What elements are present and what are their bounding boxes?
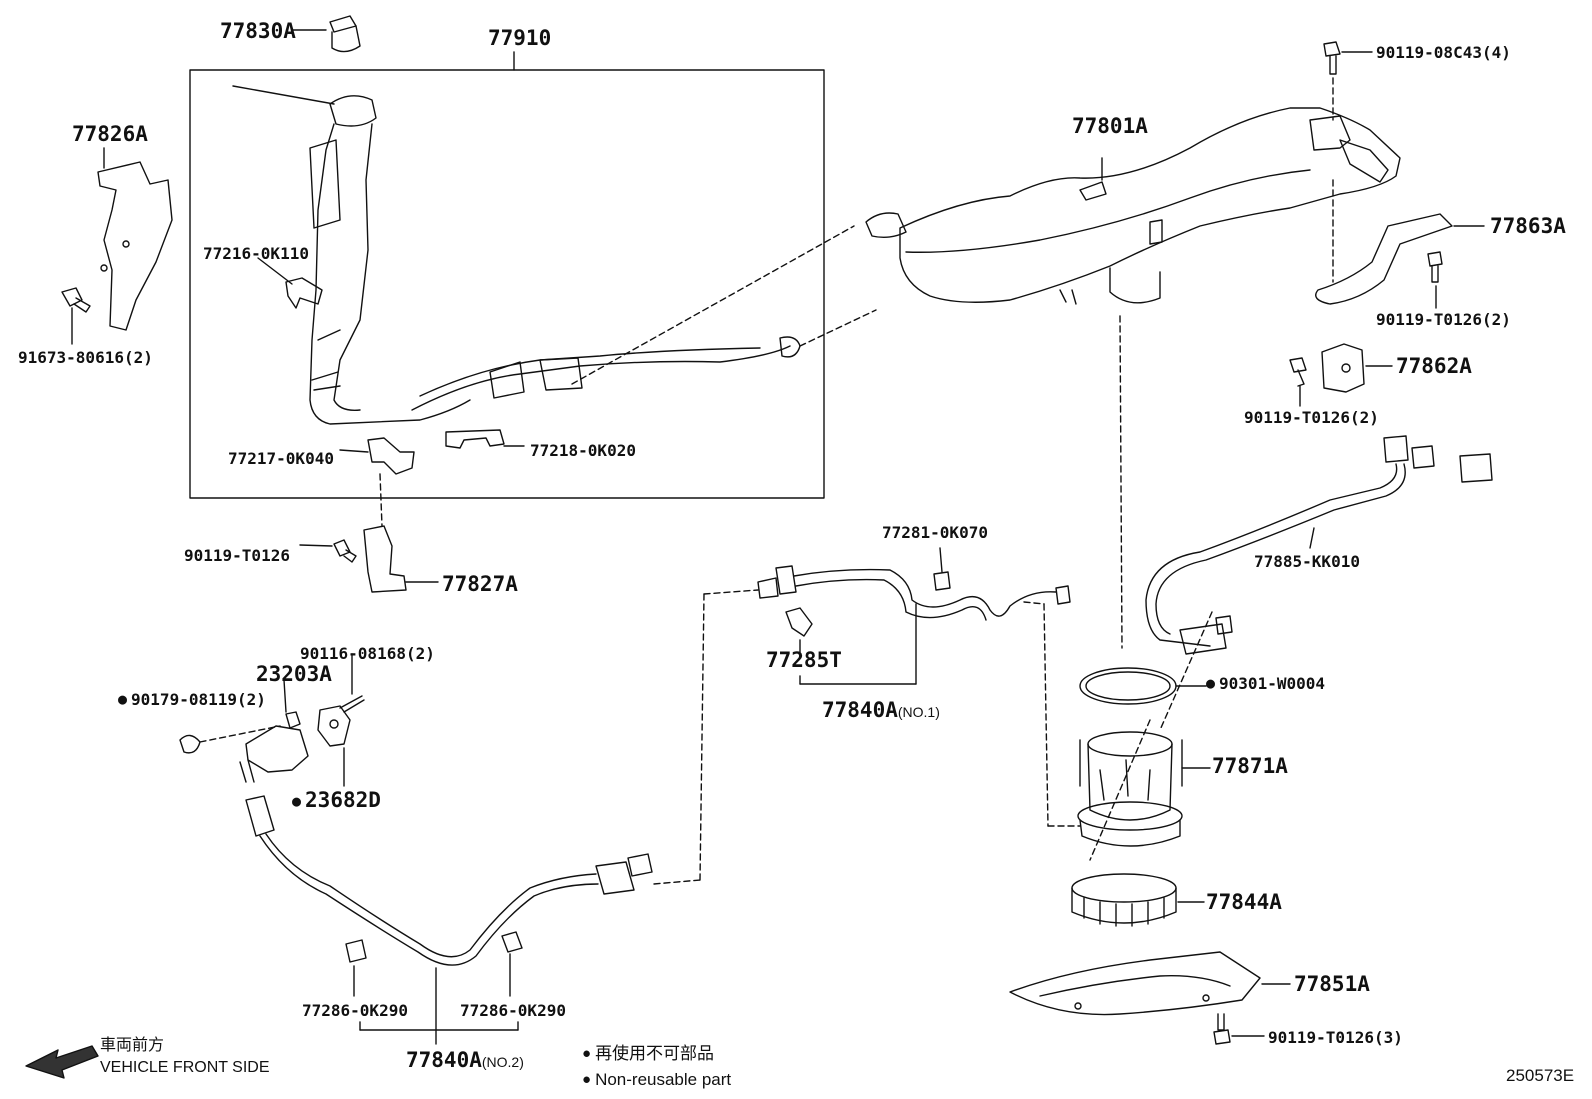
part-label: 77871A <box>1212 754 1288 778</box>
bracket-icon <box>1321 343 1365 393</box>
wire-harness-icon <box>757 565 1071 637</box>
part-label: 77218-0K020 <box>530 441 636 460</box>
bolt-icon <box>1213 1013 1231 1045</box>
vehicle-front-arrow-icon <box>25 1045 99 1079</box>
legend-jp: 再使用不可部品 <box>582 1045 714 1062</box>
part-label: 90119-08C43(4) <box>1376 43 1511 62</box>
part-label: 77286-0K290 <box>302 1001 408 1020</box>
bracket-icon <box>1315 213 1453 305</box>
retainer-ring-icon <box>1071 873 1177 927</box>
part-label: 77885-KK010 <box>1254 552 1360 571</box>
bracket-icon <box>97 161 173 331</box>
part-label: 77801A <box>1072 114 1148 138</box>
bracket-icon <box>363 525 407 593</box>
part-label: 77216-0K110 <box>203 244 309 263</box>
front-indicator-en: VEHICLE FRONT SIDE <box>100 1059 270 1076</box>
bolt-icon <box>1323 41 1341 75</box>
bolt-icon <box>333 539 357 563</box>
clip-icon <box>367 437 415 475</box>
part-label: 77286-0K290 <box>460 1001 566 1020</box>
cap-part-icon <box>329 15 361 53</box>
part-label: 77830A <box>220 19 296 43</box>
part-label: 77826A <box>72 122 148 146</box>
part-label-non-reusable: 23682D <box>292 790 381 811</box>
part-label: 90119-T0126(2) <box>1244 408 1379 427</box>
part-label: 91673-80616(2) <box>18 348 153 367</box>
gasket-ring-icon <box>1079 667 1177 705</box>
part-label: 77217-0K040 <box>228 449 334 468</box>
part-label: 77863A <box>1490 214 1566 238</box>
wire-harness-icon <box>245 795 653 966</box>
part-label: 90119-T0126(2) <box>1376 310 1511 329</box>
part-label: 90116-08168(2) <box>300 644 435 663</box>
drawing-code: 250573E <box>1506 1066 1575 1085</box>
part-label: 77840A(NO.2) <box>406 1048 524 1072</box>
part-label: 77862A <box>1396 354 1472 378</box>
part-label: 77840A(NO.1) <box>822 698 940 722</box>
part-label: 23203A <box>256 662 332 686</box>
part-label-non-reusable: 90179-08119(2) <box>118 692 266 708</box>
bolt-icon <box>1289 357 1307 387</box>
assembly-label: 77910 <box>488 26 552 50</box>
part-label: 77851A <box>1294 972 1370 996</box>
bolt-icon <box>1427 251 1443 283</box>
part-label: 90119-T0126 <box>184 546 290 565</box>
assembly-frame <box>189 69 825 499</box>
wire-harness-icon <box>1145 435 1493 655</box>
part-label: 77285T <box>766 648 842 672</box>
clip-icon <box>285 277 323 309</box>
part-label: 77827A <box>442 572 518 596</box>
filler-pipe-icon <box>232 85 801 425</box>
tank-protector-icon <box>1009 951 1261 1016</box>
part-label: 90119-T0126(3) <box>1268 1028 1403 1047</box>
part-label: 77281-0K070 <box>882 523 988 542</box>
part-label: 77844A <box>1206 890 1282 914</box>
fuel-pump-icon <box>1077 731 1183 847</box>
front-indicator-jp: 車両前方 <box>100 1037 165 1054</box>
fuel-tank-icon <box>865 107 1401 305</box>
clamp-icon <box>445 429 505 449</box>
part-label-non-reusable: 90301-W0004 <box>1206 676 1325 692</box>
bolt-icon <box>61 287 91 313</box>
legend-en: Non-reusable part <box>582 1071 731 1088</box>
